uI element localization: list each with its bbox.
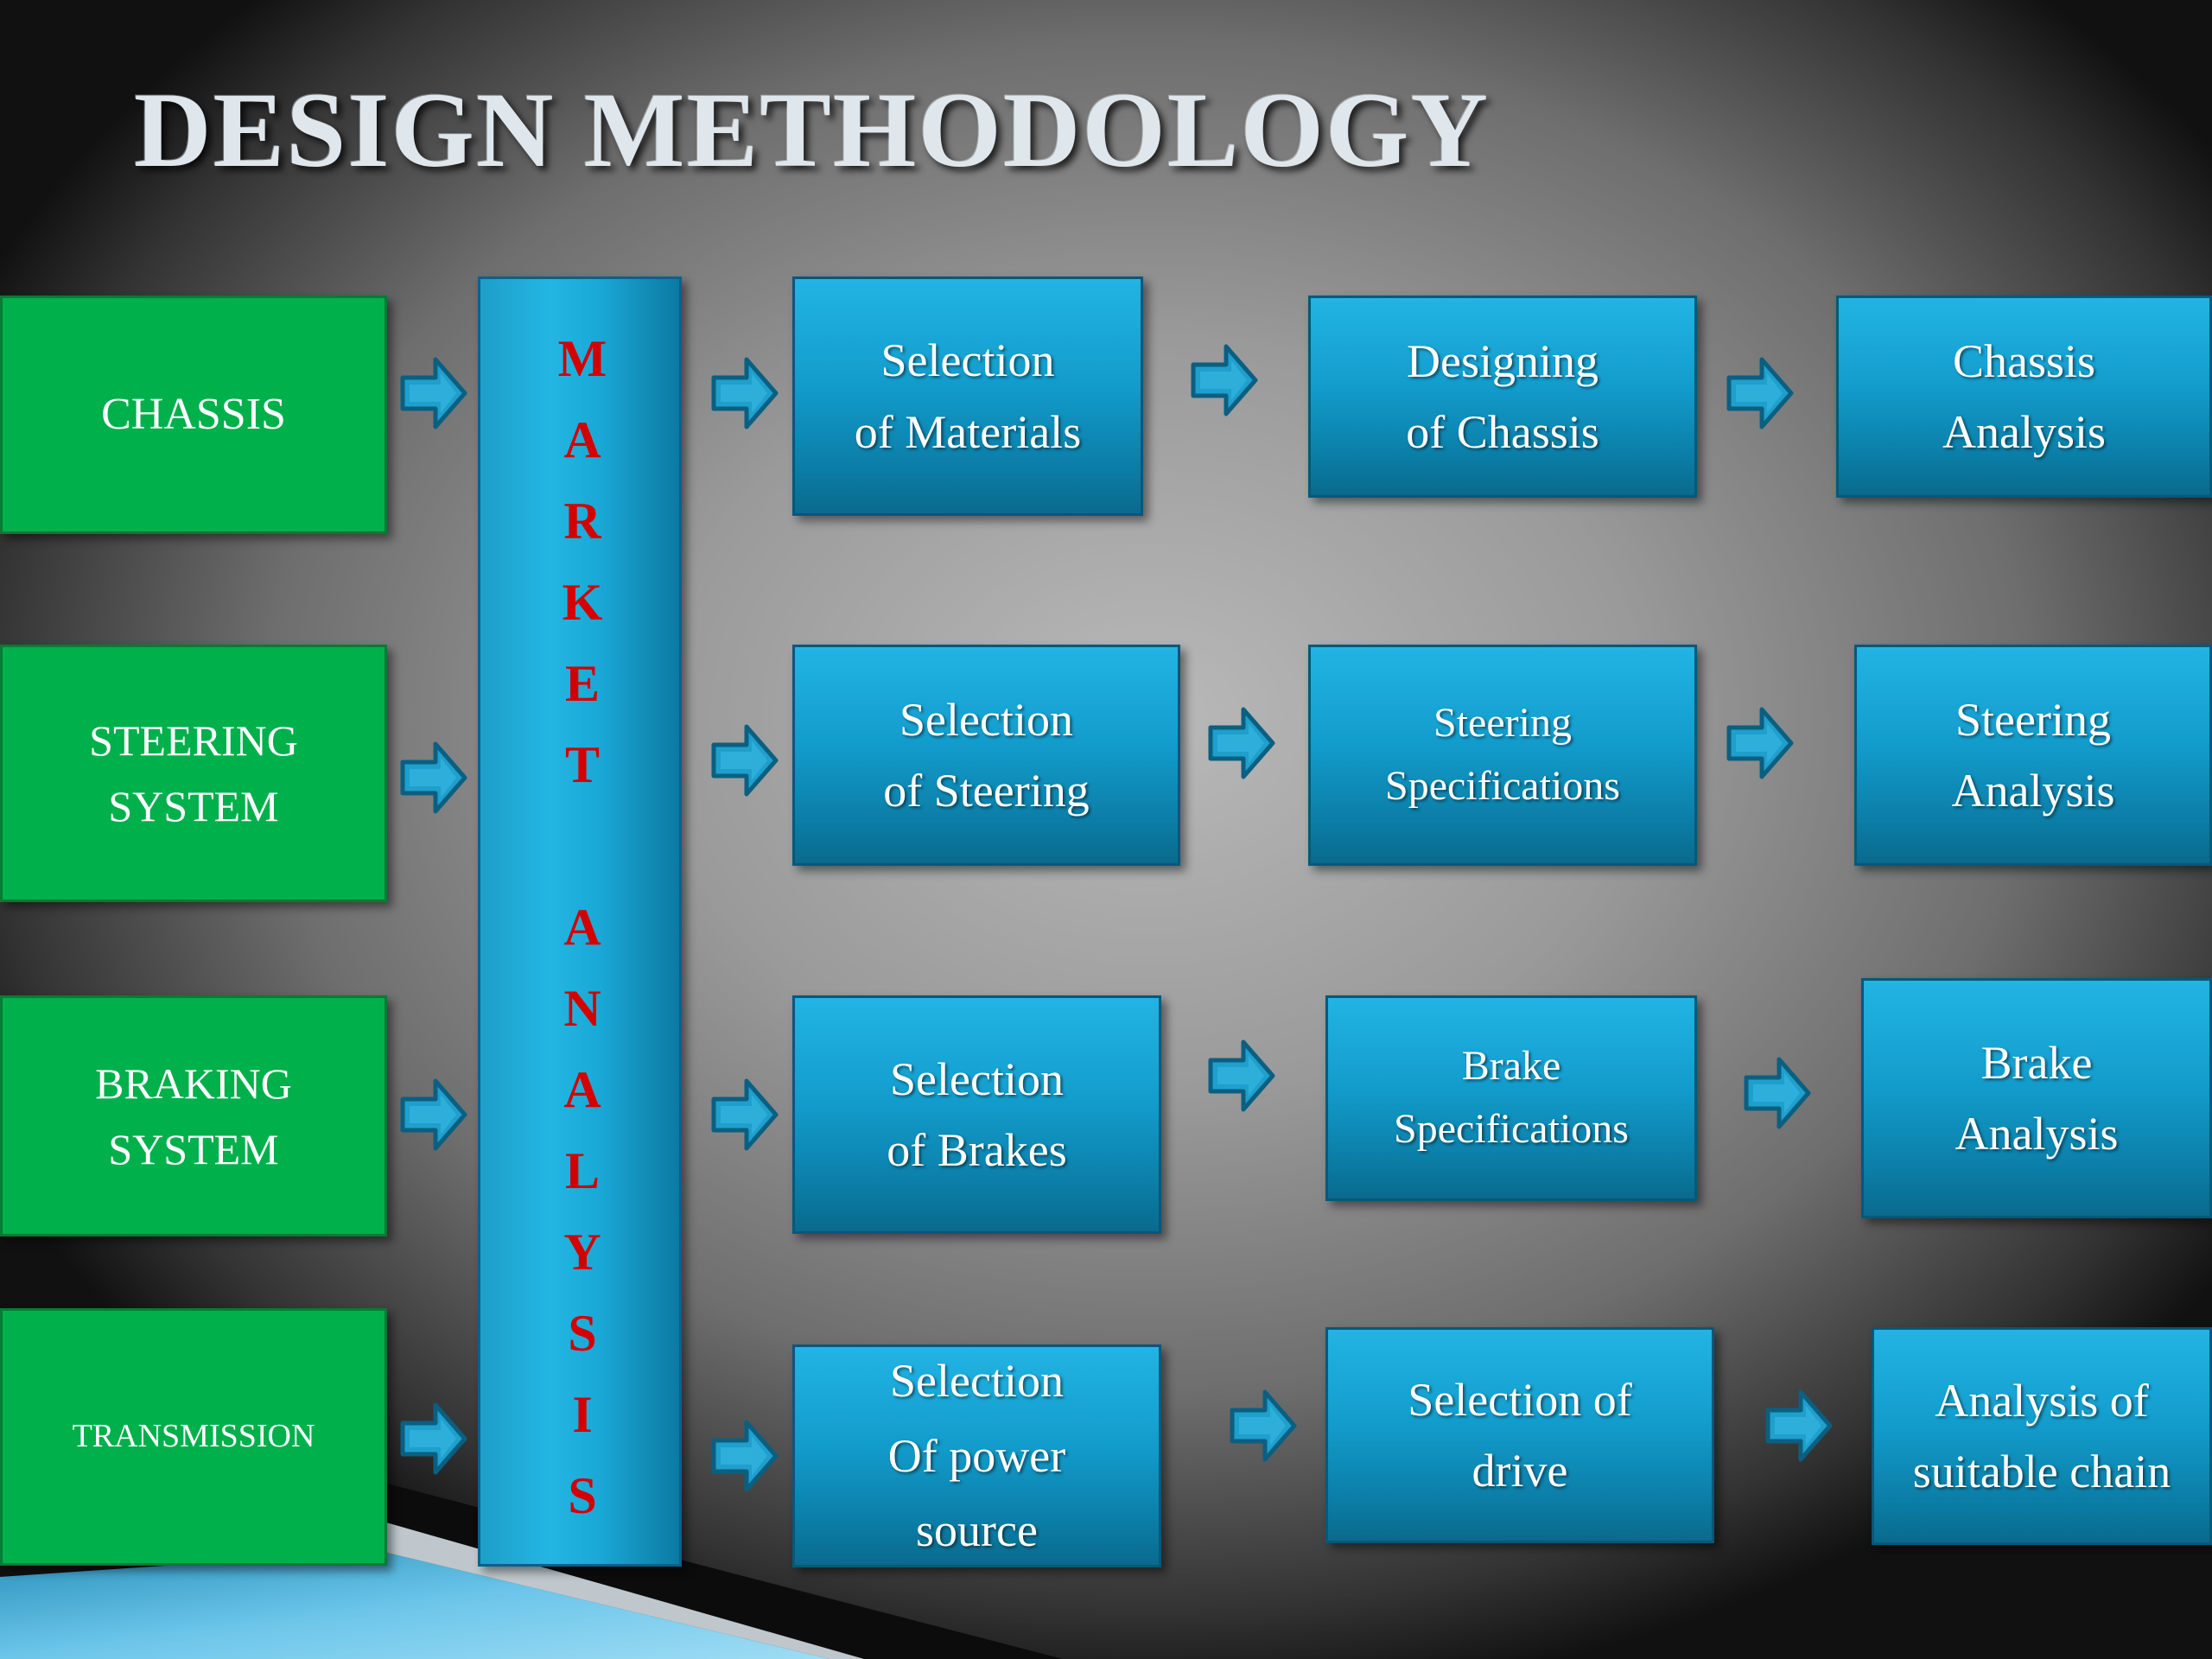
category-label: BRAKING SYSTEM <box>95 1058 292 1173</box>
step-label: Steering Specifications <box>1385 700 1620 809</box>
market-letter: S <box>568 1305 597 1362</box>
step-brake-specifications: Brake Specifications <box>1325 995 1697 1201</box>
step-steering-analysis: Steering Analysis <box>1854 645 2212 866</box>
right-arrow-icon <box>709 1076 779 1154</box>
step-analysis-of-suitable-chain: Analysis of suitable chain <box>1872 1327 2212 1545</box>
market-letter: A <box>563 411 601 468</box>
market-letter: I <box>572 1386 593 1443</box>
right-arrow-icon <box>1227 1387 1298 1465</box>
decor-blue-band <box>0 1551 830 1659</box>
step-selection-of-steering: Selection of Steering <box>792 645 1180 866</box>
market-letter: A <box>563 899 601 956</box>
step-label: Brake Specifications <box>1394 1043 1629 1152</box>
right-arrow-icon <box>709 1417 779 1495</box>
step-chassis-analysis: Chassis Analysis <box>1836 296 2212 498</box>
market-letter: E <box>564 655 601 712</box>
right-arrow-icon <box>1741 1054 1812 1132</box>
category-box-braking: BRAKING SYSTEM <box>0 995 387 1236</box>
step-label: Designing of Chassis <box>1406 334 1599 458</box>
right-arrow-icon <box>1763 1387 1834 1465</box>
step-brake-analysis: Brake Analysis <box>1861 978 2212 1218</box>
right-arrow-icon <box>1205 1037 1276 1115</box>
right-arrow-icon <box>397 1076 468 1154</box>
right-arrow-icon <box>1188 341 1259 419</box>
page-title: DESIGN METHODOLOGY <box>134 71 1490 189</box>
step-label: Selection of Materials <box>854 334 1082 458</box>
market-letter: M <box>557 330 607 387</box>
market-letter: T <box>564 736 601 793</box>
step-label: Steering Analysis <box>1951 693 2115 817</box>
category-box-transmission: TRANSMISSION <box>0 1308 387 1566</box>
right-arrow-icon <box>1205 704 1276 782</box>
right-arrow-icon <box>1724 704 1795 782</box>
market-letter: R <box>563 493 601 550</box>
step-selection-of-power-source: Selection Of power source <box>792 1344 1161 1567</box>
step-label: Analysis of suitable chain <box>1912 1374 2171 1497</box>
category-label: TRANSMISSION <box>72 1418 315 1455</box>
market-letter: N <box>563 980 601 1037</box>
market-letter: K <box>562 574 603 631</box>
market-letter: L <box>564 1142 601 1199</box>
step-label: Selection Of power source <box>887 1355 1066 1557</box>
step-label: Selection of Brakes <box>887 1052 1067 1176</box>
market-letter: S <box>568 1467 597 1524</box>
step-selection-of-drive: Selection of drive <box>1325 1327 1714 1543</box>
step-selection-of-brakes: Selection of Brakes <box>792 995 1161 1234</box>
right-arrow-icon <box>397 739 468 817</box>
right-arrow-icon <box>397 1400 468 1478</box>
step-label: Selection of drive <box>1408 1373 1632 1497</box>
right-arrow-icon <box>709 721 779 799</box>
step-designing-of-chassis: Designing of Chassis <box>1308 296 1697 498</box>
step-label: Selection of Steering <box>883 693 1090 817</box>
category-label: STEERING SYSTEM <box>89 716 298 830</box>
right-arrow-icon <box>709 354 779 432</box>
step-label: Brake Analysis <box>1955 1036 2119 1160</box>
market-letter: Y <box>563 1224 601 1281</box>
category-label: CHASSIS <box>101 390 286 440</box>
market-analysis-bar: M A R K E T A N A L Y S I S <box>478 276 682 1567</box>
step-steering-specifications: Steering Specifications <box>1308 645 1697 866</box>
step-label: Chassis Analysis <box>1942 334 2106 458</box>
category-box-chassis: CHASSIS <box>0 296 387 534</box>
market-letter: A <box>563 1061 601 1118</box>
category-box-steering: STEERING SYSTEM <box>0 645 387 902</box>
right-arrow-icon <box>1724 354 1795 432</box>
right-arrow-icon <box>397 354 468 432</box>
step-selection-of-materials: Selection of Materials <box>792 276 1143 516</box>
